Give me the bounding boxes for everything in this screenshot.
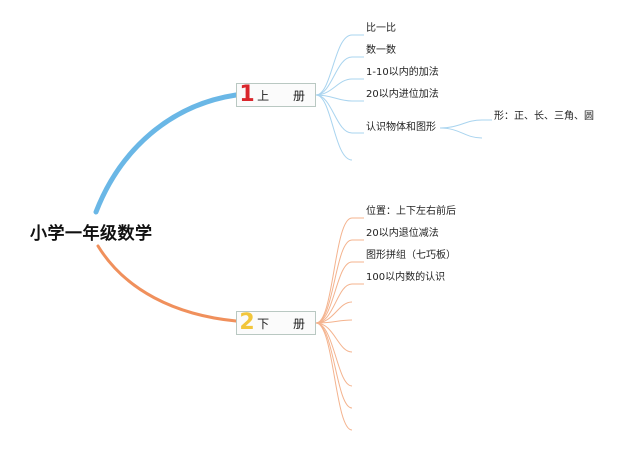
upper-topic-item[interactable]: 认识物体和图形 (366, 122, 436, 133)
root-topic-title[interactable]: 小学一年级数学 (30, 224, 153, 244)
upper-topic-item[interactable]: 20以内进位加法 (366, 89, 439, 100)
volume-upper-node[interactable]: 1 上 册 (236, 83, 316, 107)
volume-upper-number: 1 (239, 82, 255, 107)
lower-topic-item[interactable]: 100以内数的认识 (366, 272, 446, 283)
volume-lower-label: 下 册 (257, 316, 315, 331)
upper-topic-item[interactable]: 数一数 (366, 45, 396, 56)
volume-lower-node[interactable]: 2 下 册 (236, 311, 316, 335)
upper-topic-item[interactable]: 1-10以内的加法 (366, 67, 439, 78)
branch-line-upper (93, 92, 239, 215)
branch-line-lower (96, 244, 238, 323)
lower-topic-connectors (315, 217, 364, 431)
lower-topic-item[interactable]: 位置：上下左右前后 (366, 206, 456, 217)
upper-topic-item[interactable]: 比一比 (366, 23, 396, 34)
upper-topic-connectors (315, 34, 492, 161)
volume-lower-number: 2 (239, 310, 255, 335)
lower-topic-item[interactable]: 20以内退位减法 (366, 228, 439, 239)
volume-upper-label: 上 册 (257, 88, 315, 103)
upper-subtopic-item[interactable]: 形：正、长、三角、圆 (494, 111, 594, 122)
lower-topic-item[interactable]: 图形拼组（七巧板） (366, 250, 456, 261)
